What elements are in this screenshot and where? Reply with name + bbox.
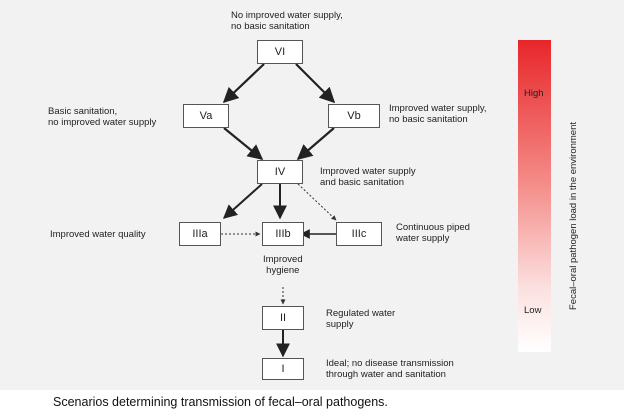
desc-vb: Improved water supply, no basic sanitati… [389,103,487,125]
node-vi: VI [257,40,303,64]
desc-iiic: Continuous piped water supply [396,222,470,244]
node-iiib: IIIb [262,222,304,246]
desc-vi: No improved water supply, no basic sanit… [231,10,343,32]
node-iiic: IIIc [336,222,382,246]
node-iiia: IIIa [179,222,221,246]
arrow-iv-iiia [222,183,263,219]
node-ii: II [262,306,304,330]
node-vb: Vb [328,104,380,128]
arrow-va-iv [223,127,264,160]
desc-iiia: Improved water quality [50,229,146,240]
node-iv: IV [257,160,303,184]
figure-caption: Scenarios determining transmission of fe… [53,395,388,409]
desc-va: Basic sanitation, no improved water supp… [48,106,157,128]
pathogen-load-gauge [518,40,551,352]
arrow-vb-iv [296,127,335,161]
node-va: Va [183,104,229,128]
arrow-vi-va [222,63,265,104]
desc-i: Ideal; no disease transmission through w… [326,358,454,380]
arrow-vi-vb [295,63,336,104]
gauge-low-label: Low [524,305,542,316]
desc-iv: Improved water supply and basic sanitati… [320,166,416,188]
desc-iiib: Improved hygiene [263,254,303,276]
caption-bar [0,390,624,420]
desc-ii: Regulated water supply [326,308,396,330]
gauge-high-label: High [524,88,544,99]
arrow-iv-iiic [297,183,337,221]
gauge-axis-label: Fecal–oral pathogen load in the environm… [568,121,579,310]
node-i: I [262,358,304,380]
